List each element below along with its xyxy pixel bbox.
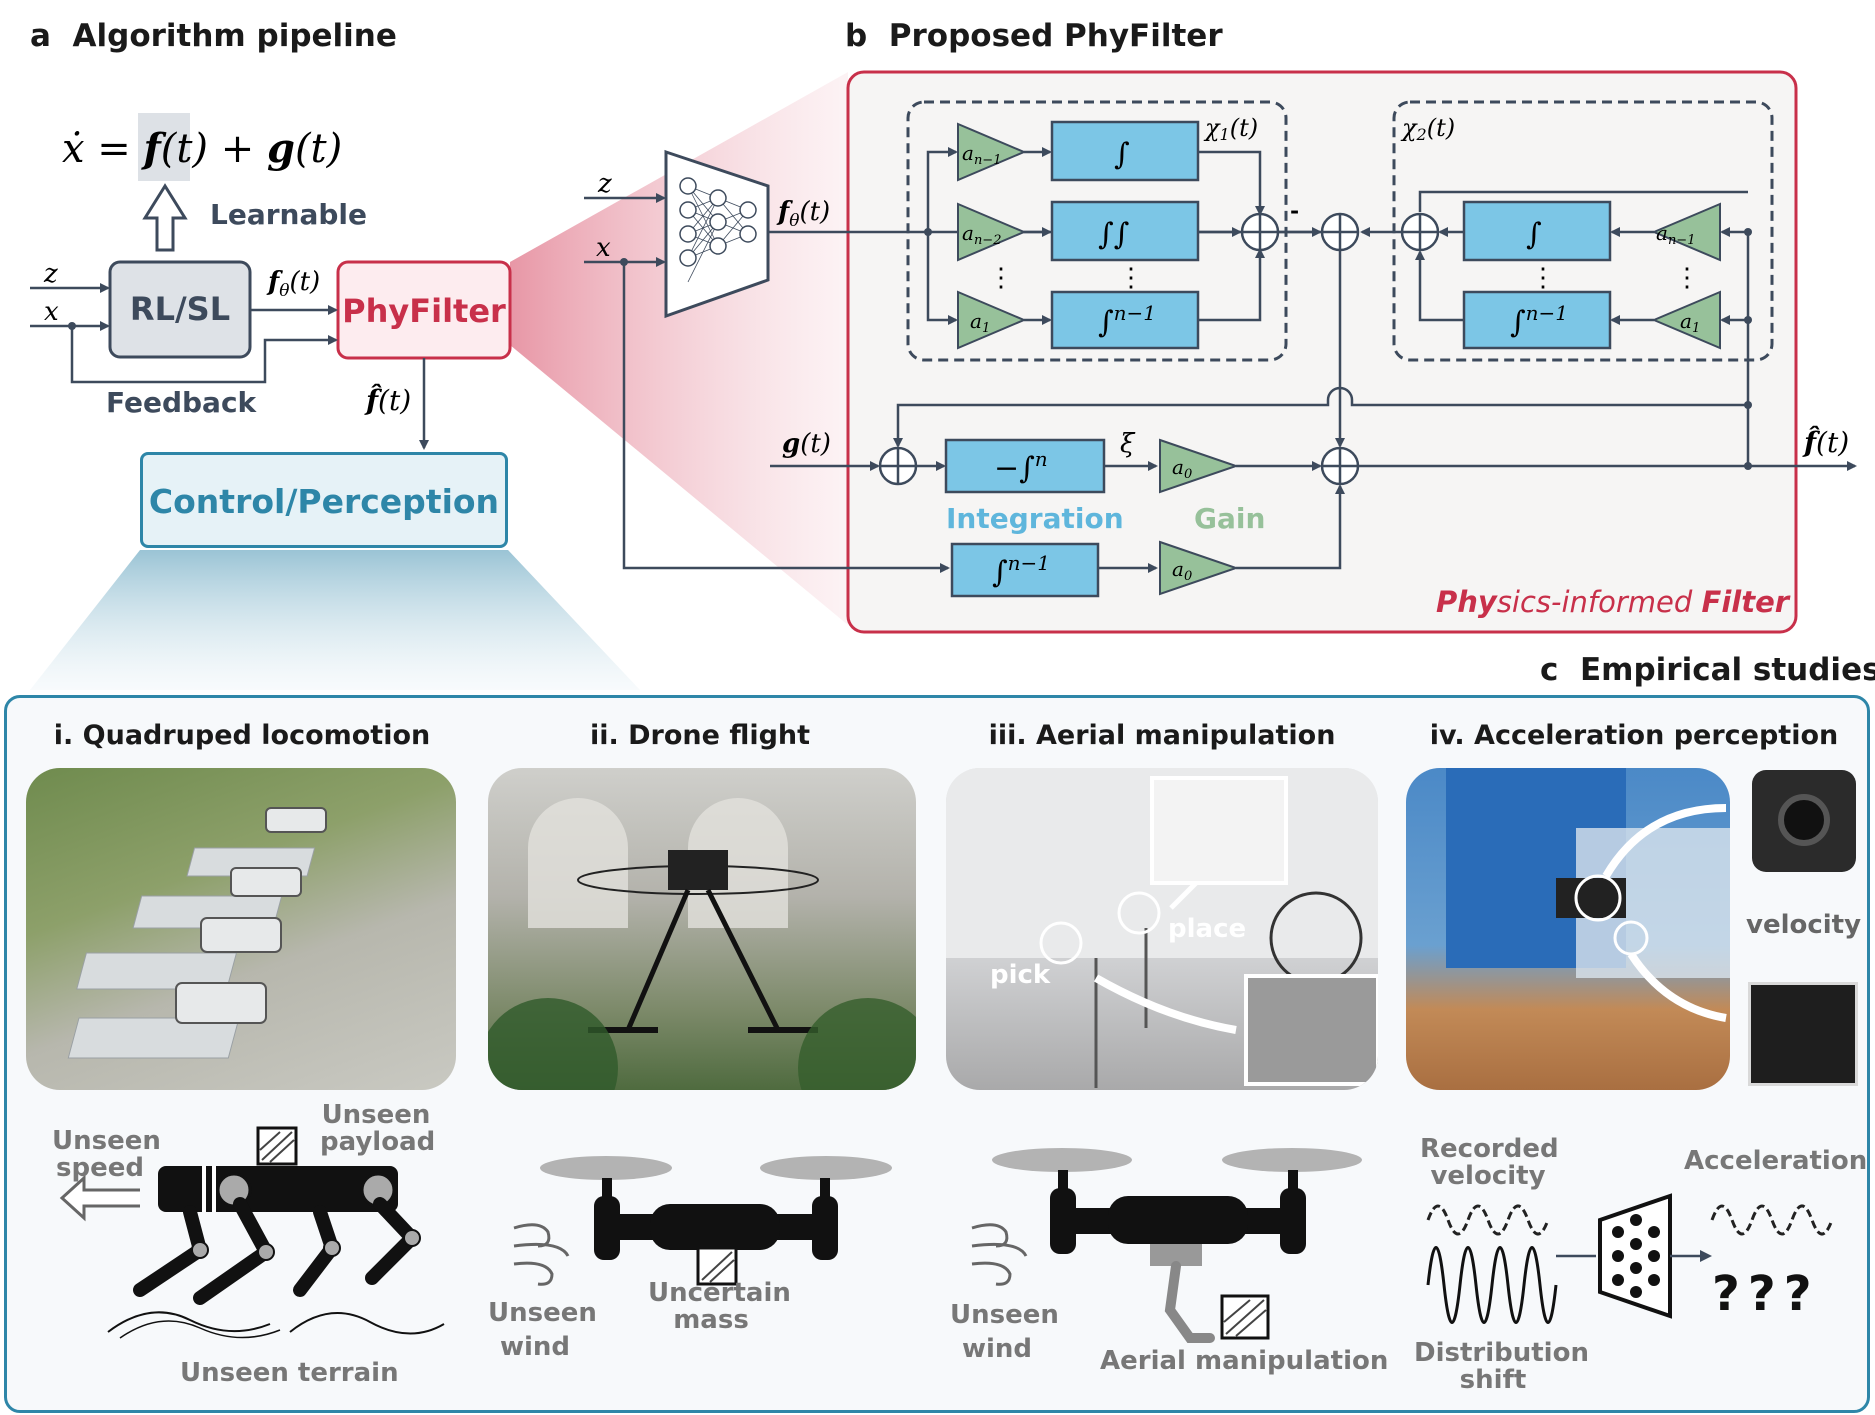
unseen-speed-label: Unseen speed: [52, 1126, 161, 1183]
dots-chi1-int: ⋮: [1118, 263, 1144, 293]
panel-iii-title: iii. Aerial manipulation: [988, 720, 1336, 751]
dots-chi2-gain: ⋮: [1674, 263, 1700, 293]
filter-footer-label: Physics-informed Filter: [1436, 585, 1789, 619]
control-perception-label: Control/Perception: [148, 482, 500, 521]
z-label-b: z: [597, 169, 612, 199]
acceleration-wave: [1710, 1204, 1834, 1236]
circuit-board-image: [1748, 982, 1858, 1086]
distribution-shift-wave: [1426, 1246, 1558, 1324]
unseen-terrain-label: Unseen terrain: [180, 1358, 399, 1388]
rlsl-label: RL/SL: [129, 290, 231, 328]
recorded-velocity-wave: [1426, 1204, 1550, 1236]
section-b-text: Proposed PhyFilter: [888, 18, 1223, 54]
x-label-a: x: [44, 297, 59, 327]
photo-quadruped: [26, 768, 456, 1090]
photo-drone-flight: [488, 768, 916, 1090]
panel-i-title: i. Quadruped locomotion: [53, 720, 431, 751]
section-a-title: a Algorithm pipeline: [30, 18, 397, 54]
unseen-wind-iii-label: Unseen wind: [950, 1300, 1059, 1364]
unseen-wind-ii-label: Unseen wind: [488, 1298, 597, 1362]
aerial-manipulator-schematic: [971, 1148, 1362, 1343]
section-c-text: Empirical studies: [1579, 652, 1875, 688]
ftheta-label-b: fθ(t): [776, 197, 830, 231]
uncertain-mass-label: Uncertain mass: [648, 1278, 791, 1335]
neg-int-n: [944, 438, 1106, 494]
chi2-label: χ2(t): [1400, 114, 1455, 144]
gain-label: Gain: [1194, 502, 1266, 535]
learnable-arrow: [142, 183, 188, 252]
dots-chi1-gain: ⋮: [988, 263, 1014, 293]
footer-bold-phy: Phy: [1436, 585, 1497, 619]
schematic-illustrations: [59, 1126, 1834, 1343]
x-label-b: x: [596, 233, 611, 263]
footer-mid: sics-informed: [1496, 585, 1702, 619]
x-to-bottom-integrator: [622, 262, 950, 573]
integration-label: Integration: [946, 502, 1124, 535]
acceleration-label: Acceleration: [1684, 1146, 1868, 1176]
bottom-integrator: [950, 542, 1100, 598]
xi-label: ξ: [1120, 429, 1136, 459]
footer-bold-filter: Filter: [1701, 585, 1790, 619]
dots-chi2-int: ⋮: [1530, 263, 1556, 293]
section-a-text: Algorithm pipeline: [72, 18, 397, 54]
pick-label: pick: [990, 960, 1051, 990]
feedback-label: Feedback: [106, 386, 257, 419]
place-label: place: [1168, 914, 1247, 944]
photo-aerial-manipulation: [946, 768, 1378, 1090]
learnable-label: Learnable: [210, 198, 367, 231]
aerial-manipulation-label: Aerial manipulation: [1100, 1346, 1389, 1376]
phyfilter-label: PhyFilter: [342, 292, 506, 330]
velocity-label: velocity: [1746, 910, 1862, 940]
camera-device-image: [1752, 770, 1856, 872]
int1-right: ∫: [1526, 217, 1542, 252]
question-marks-label: ???: [1712, 1266, 1820, 1322]
quadruped-schematic: [59, 1126, 445, 1339]
panel-iv-title: iv. Acceleration perception: [1429, 720, 1839, 751]
acceleration-schematic: [1426, 1193, 1834, 1324]
int2-left: ∫∫: [1098, 217, 1129, 252]
section-a-letter: a: [30, 18, 51, 54]
feedback-line: [70, 326, 338, 384]
learnable-highlight: [138, 113, 190, 181]
wind-icon-iii: [971, 1223, 1028, 1286]
gain-a0-top: [1159, 438, 1240, 494]
fhat-label-b: f̂(t): [1802, 426, 1849, 459]
recorded-velocity-label: Recorded velocity: [1420, 1134, 1559, 1191]
distribution-shift-label: Distribution shift: [1414, 1338, 1589, 1395]
section-c-title: c Empirical studies: [1540, 652, 1875, 688]
panel-ii-title: ii. Drone flight: [589, 720, 811, 751]
neg-int-label: −∫n: [994, 447, 1048, 486]
fhat-label-a: f̂(t): [364, 384, 411, 417]
dynamics-equation: ẋ = f(t) + g(t): [62, 125, 342, 172]
speed-arrow-icon: [59, 1174, 140, 1222]
ftheta-label-a: fθ(t): [266, 267, 320, 301]
int1-left: ∫: [1114, 137, 1130, 172]
minus-sign: -: [1290, 198, 1299, 224]
section-c-letter: c: [1540, 652, 1559, 688]
section-b-letter: b: [845, 18, 868, 54]
perception-network-icon: [1598, 1193, 1672, 1319]
chi1-label: χ1(t): [1203, 114, 1258, 144]
section-b-title: b Proposed PhyFilter: [845, 18, 1223, 54]
g-label: g(t): [782, 429, 831, 459]
unseen-payload-label: Unseen payload: [320, 1100, 436, 1157]
drone-schematic: [513, 1156, 892, 1286]
gain-a0-bottom: [1159, 540, 1240, 596]
zoom-fan-blue: [30, 550, 640, 690]
wind-icon-ii: [513, 1223, 570, 1286]
pipeline-and-filter-diagram: ẋ = f(t) + g(t) fθ(t) f̂(t) z x z x fθ(t…: [30, 70, 1857, 690]
control-perception-box: [140, 452, 508, 548]
z-label-a: z: [43, 259, 58, 289]
photo-acceleration-perception: [1406, 768, 1730, 1090]
